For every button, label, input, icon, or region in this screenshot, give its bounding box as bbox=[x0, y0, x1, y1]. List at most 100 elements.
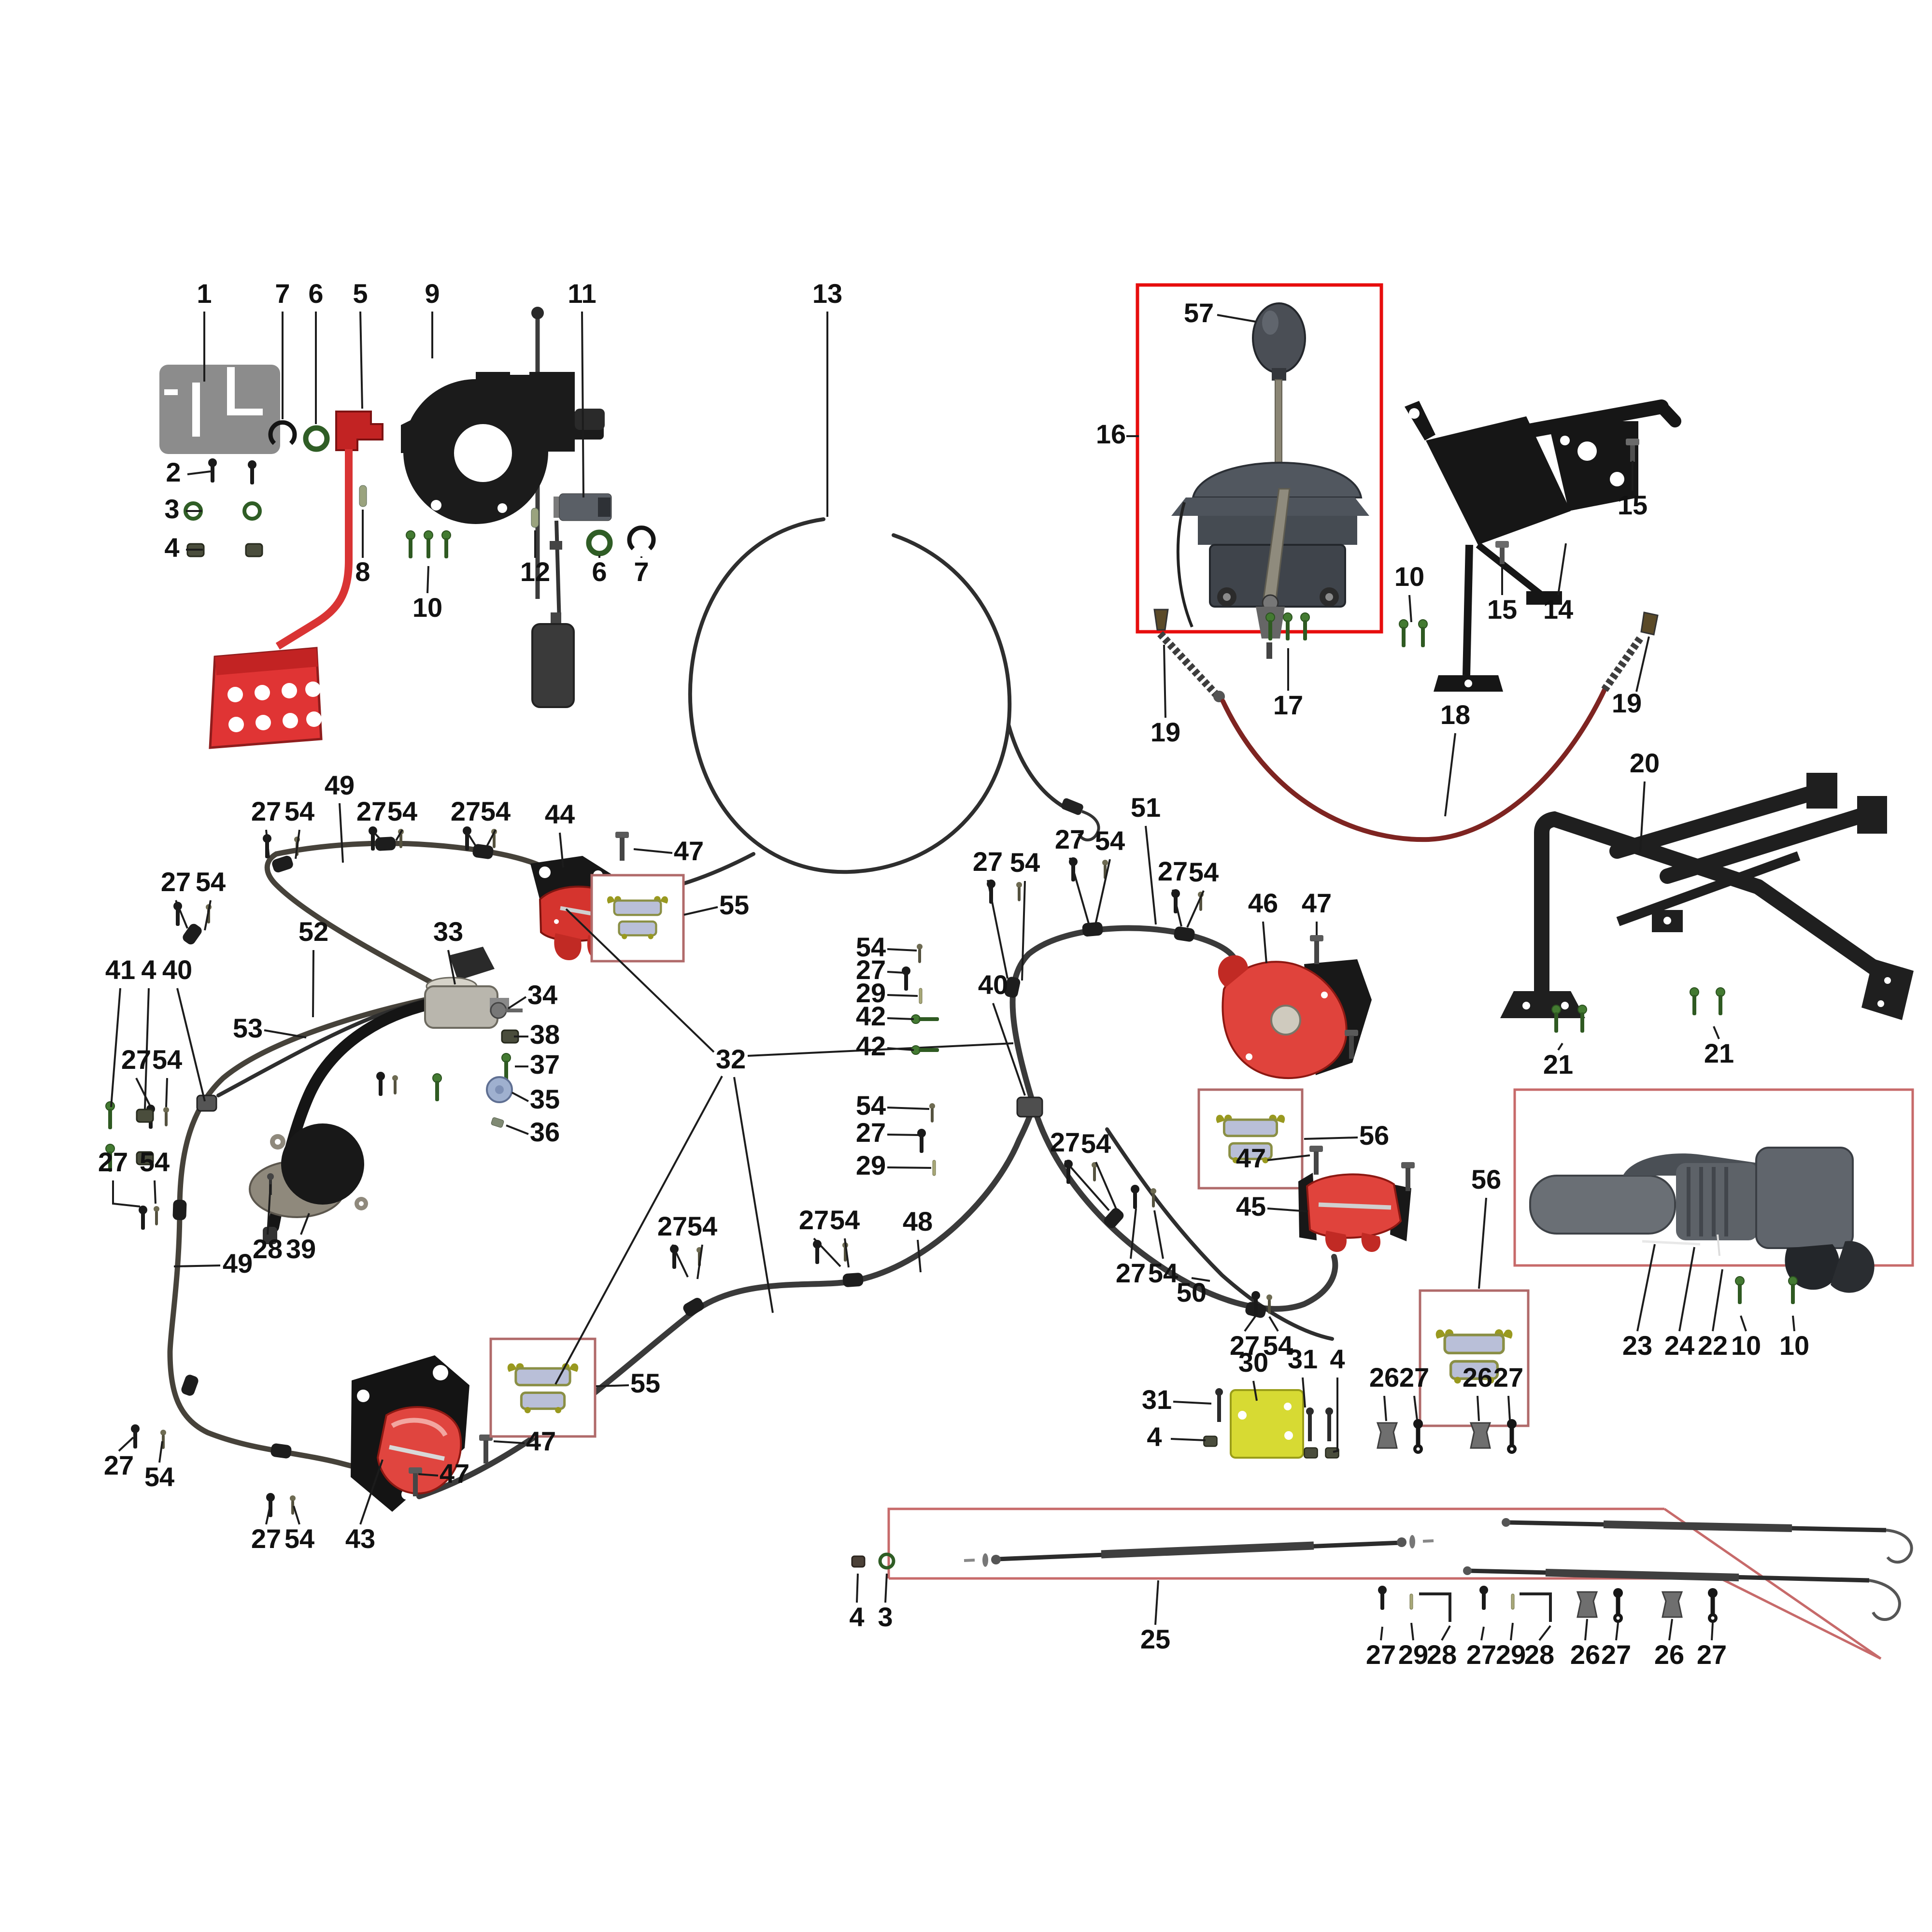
brake-pads-box-55b bbox=[489, 1337, 597, 1438]
leader-line bbox=[1170, 1438, 1206, 1441]
part-callout-26: 26 bbox=[1654, 1639, 1684, 1670]
part-callout-47: 47 bbox=[1236, 1143, 1266, 1173]
leader-line bbox=[447, 950, 456, 985]
mount-plate-30-group bbox=[1203, 1388, 1517, 1459]
part-callout-54: 54 bbox=[1095, 825, 1125, 856]
leader-line bbox=[135, 1078, 151, 1106]
part-callout-40: 40 bbox=[162, 954, 192, 985]
leader-line bbox=[1145, 825, 1157, 925]
part-callout-3: 3 bbox=[878, 1602, 893, 1632]
part-callout-9: 9 bbox=[425, 278, 440, 309]
switch-39 bbox=[281, 1123, 364, 1205]
leader-line bbox=[1383, 1395, 1387, 1421]
leader-line bbox=[293, 1506, 300, 1525]
part-callout-27: 27 bbox=[451, 796, 481, 826]
leader-line bbox=[887, 1047, 914, 1051]
leader-line bbox=[1713, 1026, 1720, 1039]
leader-line bbox=[173, 1264, 221, 1267]
part-callout-10: 10 bbox=[1779, 1330, 1809, 1361]
part-callout-27: 27 bbox=[1399, 1362, 1429, 1392]
leader-line bbox=[110, 988, 121, 1108]
part-callout-28: 28 bbox=[253, 1234, 283, 1264]
part-callout-28: 28 bbox=[1427, 1639, 1457, 1670]
part-callout-4: 4 bbox=[141, 954, 156, 985]
part-callout-33: 33 bbox=[433, 916, 463, 947]
part-callout-27: 27 bbox=[98, 1147, 128, 1177]
leader-line bbox=[1153, 1210, 1164, 1259]
leader-line bbox=[493, 1440, 525, 1444]
leader-line bbox=[1267, 1208, 1308, 1212]
leader-line bbox=[1163, 644, 1166, 718]
leader-line bbox=[1584, 1619, 1588, 1641]
part-callout-6: 6 bbox=[592, 556, 607, 587]
leader-line bbox=[1191, 1277, 1210, 1282]
leader-line bbox=[596, 1384, 629, 1387]
part-callout-27: 27 bbox=[1366, 1639, 1396, 1670]
part-callout-54: 54 bbox=[856, 932, 886, 962]
leader-line bbox=[844, 1238, 850, 1268]
leader-line bbox=[1510, 1622, 1514, 1641]
part-callout-3: 3 bbox=[164, 494, 179, 524]
leader-line bbox=[486, 829, 497, 847]
part-callout-10: 10 bbox=[412, 592, 442, 623]
leader-line bbox=[264, 1029, 307, 1038]
leader-line bbox=[987, 880, 1009, 979]
part-callout-27: 27 bbox=[1158, 856, 1188, 886]
part-callout-54: 54 bbox=[1010, 847, 1040, 878]
part-callout-4: 4 bbox=[849, 1602, 864, 1632]
part-callout-17: 17 bbox=[1273, 690, 1303, 720]
part-callout-27: 27 bbox=[799, 1205, 829, 1235]
leader-line bbox=[1740, 1315, 1747, 1332]
part-callout-56: 56 bbox=[1471, 1164, 1501, 1194]
leader-line bbox=[1557, 543, 1567, 596]
bracket-screws-10 bbox=[406, 530, 451, 559]
part-callout-47: 47 bbox=[440, 1458, 469, 1489]
master-cylinder-33 bbox=[216, 947, 523, 1244]
part-callout-27: 27 bbox=[856, 954, 886, 985]
part-callout-54: 54 bbox=[1189, 857, 1219, 887]
part-callout-29: 29 bbox=[1398, 1639, 1428, 1670]
leader-32-fan bbox=[554, 908, 1014, 1385]
leader-line bbox=[1064, 1160, 1110, 1211]
pedal-pivot-hardware bbox=[185, 423, 367, 557]
nut-4 bbox=[851, 1555, 866, 1568]
part-callout-29: 29 bbox=[856, 1150, 886, 1180]
cable-fitting-40 bbox=[196, 1094, 217, 1112]
leader-line bbox=[581, 311, 584, 498]
part-callout-54: 54 bbox=[1081, 1128, 1111, 1159]
leader-line bbox=[1095, 1162, 1119, 1213]
part-callout-46: 46 bbox=[1248, 888, 1278, 918]
leader-line bbox=[1478, 1197, 1487, 1289]
leader-line bbox=[887, 1017, 914, 1020]
part-callout-48: 48 bbox=[903, 1206, 933, 1236]
part-callout-27: 27 bbox=[121, 1044, 151, 1075]
leader-line bbox=[1302, 1377, 1306, 1408]
part-callout-54: 54 bbox=[284, 796, 314, 826]
part-callout-4: 4 bbox=[164, 532, 179, 563]
leader-line bbox=[204, 900, 212, 931]
part-callout-27: 27 bbox=[1697, 1639, 1727, 1670]
leader-line bbox=[856, 1573, 859, 1603]
part-callout-7: 7 bbox=[634, 556, 649, 587]
leader-line bbox=[267, 1184, 271, 1235]
part-callout-55: 55 bbox=[630, 1368, 660, 1398]
leader-line bbox=[633, 848, 673, 854]
leader-line bbox=[175, 900, 188, 929]
shift-lever-highlight-box bbox=[1136, 283, 1383, 634]
brake-caliper-43 bbox=[351, 1355, 493, 1512]
front-brake-line-left bbox=[105, 826, 567, 1517]
shifter-mount-bracket-14 bbox=[1399, 399, 1681, 692]
oring-6b bbox=[586, 529, 613, 556]
leader-line bbox=[1304, 1136, 1358, 1140]
part-callout-38: 38 bbox=[530, 1019, 560, 1050]
leader-line bbox=[1444, 733, 1456, 817]
brake-pedal bbox=[209, 411, 384, 749]
leader-line bbox=[1639, 781, 1646, 852]
part-callout-12: 12 bbox=[520, 556, 550, 587]
leader-line bbox=[559, 832, 564, 868]
leader-line bbox=[154, 1180, 156, 1204]
part-callout-23: 23 bbox=[1622, 1330, 1652, 1361]
